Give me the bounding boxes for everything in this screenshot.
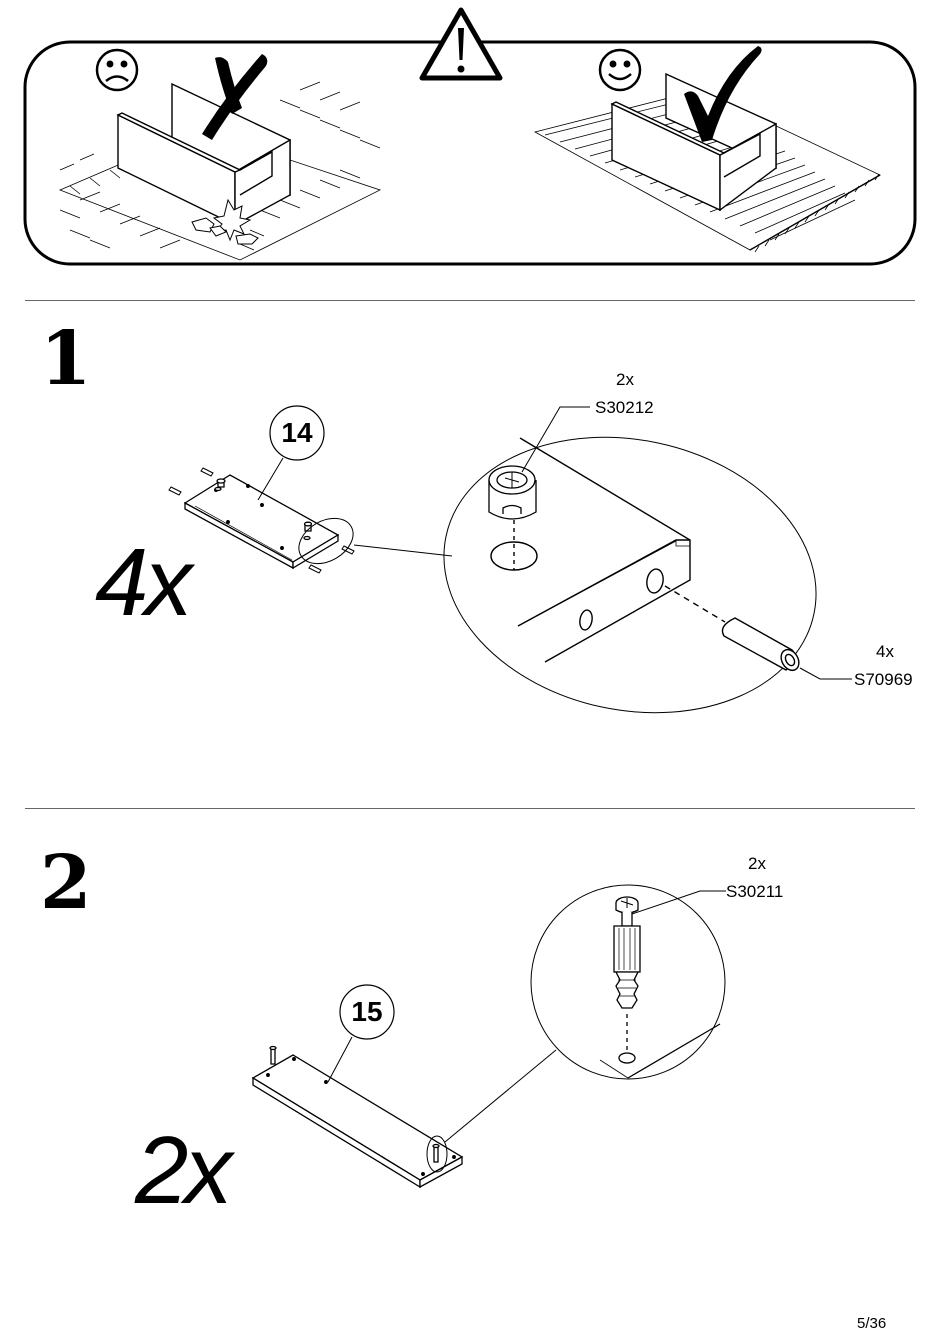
cam-bolt-code: S30211	[726, 883, 783, 900]
step-number: 2	[40, 846, 92, 920]
board-15	[253, 1047, 462, 1188]
cam-bolt-detail	[600, 897, 720, 1078]
board-quantity: 2x	[135, 1123, 228, 1219]
page-number: 5/36	[857, 1315, 886, 1332]
part-number-label: 15	[337, 998, 397, 1026]
cam-bolt-qty: 2x	[748, 855, 766, 872]
